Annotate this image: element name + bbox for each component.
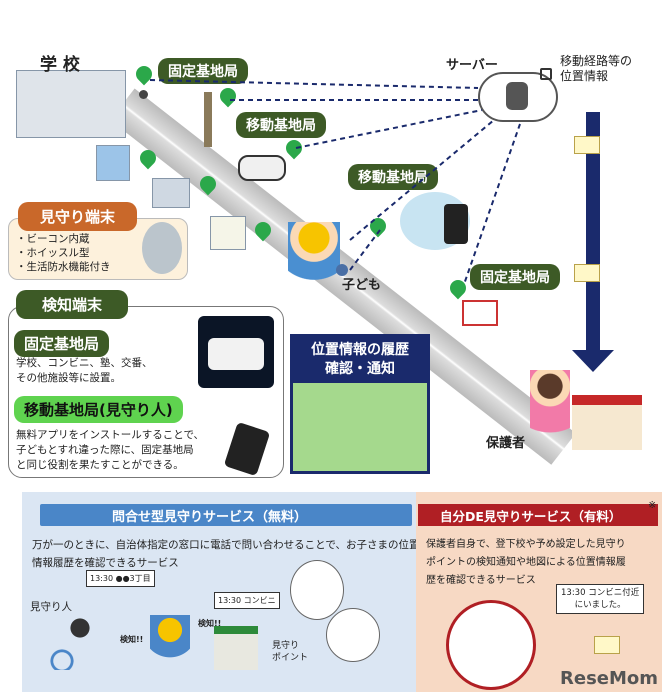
paid-service-bar <box>418 504 658 526</box>
free-service-bar <box>40 504 412 526</box>
watch-feature: ・ビーコン内蔵 <box>16 233 90 245</box>
flow-line <box>586 112 600 352</box>
fixed-station-desc-title: 固定基地局 <box>14 330 110 357</box>
fixed-station-desc: 学校、コンビニ、塾、交番、 その他施設等に設置。 <box>16 357 153 384</box>
operator-circle <box>326 608 380 662</box>
beacon-signal-icon <box>336 264 348 276</box>
mail-icon <box>574 136 600 154</box>
whistle-beacon-image <box>142 222 182 274</box>
watch-feature: ・ホイッスル型 <box>16 247 90 259</box>
server-rack-circle <box>290 560 344 620</box>
pin-base <box>139 90 148 99</box>
mobile-station-label-1: 移動基地局 <box>236 112 326 138</box>
mobile-station-desc: 無料アプリをインストールすることで、 子どもとすれ違った際に、固定基地局 と同じ… <box>16 429 205 471</box>
database-icon <box>506 82 528 110</box>
watch-point-label: 見守り ポイント <box>272 641 309 663</box>
child-label: 子ども <box>342 278 382 293</box>
watch-feature: ・生活防水機能付き <box>16 261 111 273</box>
server-note: 移動経路等の 位置情報 <box>560 54 633 83</box>
school-building <box>16 70 126 138</box>
paid-service-title: 自分DE見守りサービス（有料） <box>440 509 622 524</box>
guardian-figure <box>530 370 570 460</box>
utility-pole <box>204 92 212 147</box>
history-panel: 位置情報の履歴 確認・通知 <box>290 334 430 474</box>
router-image <box>198 316 274 388</box>
guardian-label: 保護者 <box>486 436 526 451</box>
free-service-desc: 万が一のときに、自治体指定の窓口に電話で問い合わせることで、お子さまの位置 情報… <box>32 539 420 569</box>
data-flow-arrows <box>149 79 521 291</box>
detect-label-2: 検知!! <box>198 619 222 628</box>
mobile-station-label-2: 移動基地局 <box>348 164 438 190</box>
watch-device-title: 見守り端末 <box>18 202 138 231</box>
lock-icon <box>540 68 552 80</box>
server-label: サーバー <box>446 58 498 73</box>
paid-bubble: 13:30 コンビニ付近 にいました。 <box>556 584 645 614</box>
detect-device-title: 検知端末 <box>16 290 129 319</box>
mail-icon <box>574 264 600 282</box>
home-icon <box>572 395 642 450</box>
convenience-store-icon <box>214 626 258 670</box>
mobile-station-desc-title: 移動基地局(見守り人) <box>14 396 183 423</box>
watermark-logo: ReseMom <box>560 668 659 689</box>
detect-label-1: 検知!! <box>120 635 144 644</box>
school-label: 学 校 <box>40 55 80 75</box>
phone-guardian-circle <box>446 600 536 690</box>
detect-device-box <box>8 306 284 478</box>
house-icon <box>462 300 498 326</box>
time-bubble-2: 13:30 コンビニ <box>214 592 280 609</box>
paid-service-desc: 保護者自身で、登下校や予め設定した見守り ポイントの検知通知や地図による位置情報… <box>426 539 626 586</box>
child-figure <box>150 615 190 675</box>
fixed-station-label-2: 固定基地局 <box>470 264 560 290</box>
paid-service-mark: ※ <box>648 500 657 511</box>
free-service-title: 問合せ型見守りサービス（無料） <box>112 510 308 525</box>
bicycle-watcher-figure <box>50 610 110 670</box>
history-title: 位置情報の履歴 確認・通知 <box>293 337 427 383</box>
community-hall-building <box>152 178 190 208</box>
house-building <box>210 216 246 250</box>
child-figure <box>288 222 340 302</box>
smartphone-icon <box>444 204 468 244</box>
store-building <box>96 145 130 181</box>
flow-arrow-head <box>572 350 614 372</box>
fixed-station-label-1: 固定基地局 <box>158 58 248 84</box>
time-bubble-1: 13:30 ●●3丁目 <box>86 570 155 587</box>
car-icon <box>238 155 286 181</box>
mail-icon <box>594 636 620 654</box>
